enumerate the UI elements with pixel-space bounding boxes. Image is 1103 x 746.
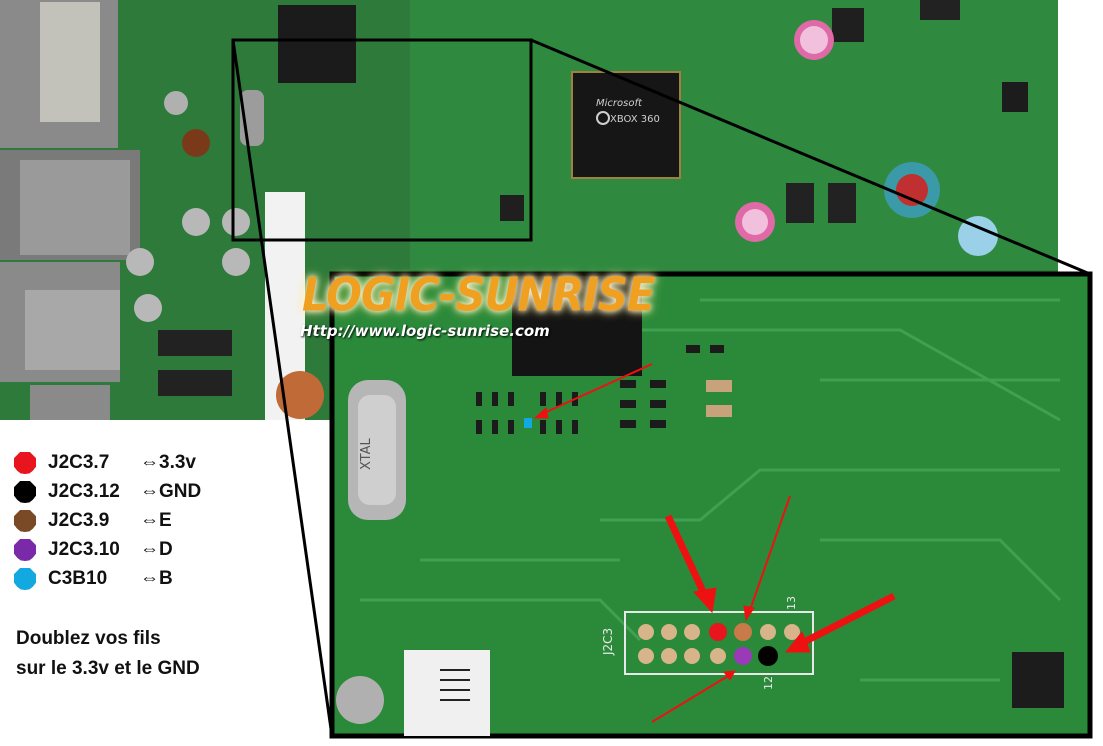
note-line-1: Doublez vos fils <box>16 628 161 649</box>
legend-signal: 3.3v <box>159 451 196 473</box>
wiring-note: Doublez vos fils sur le 3.3v et le GND <box>16 624 200 684</box>
bidirectional-arrow-icon: ⇔ <box>140 509 159 531</box>
chip-logo: Microsoft <box>596 98 643 109</box>
legend-item-gnd: J2C3.12 ⇔ GND <box>14 477 324 506</box>
legend-signal: B <box>159 567 173 589</box>
legend-code: J2C3.10 <box>48 538 120 560</box>
bidirectional-arrow-icon: ⇔ <box>140 480 159 502</box>
black-dot-icon <box>14 480 36 503</box>
purple-dot-icon <box>14 538 36 561</box>
legend-code: J2C3.7 <box>48 451 110 473</box>
brand-url: Http://www.logic-sunrise.com <box>300 322 550 340</box>
legend-code: J2C3.12 <box>48 480 120 502</box>
pin-legend: J2C3.7 ⇔ 3.3v J2C3.12 ⇔ GND J2C3.9 ⇔ E J… <box>14 448 324 593</box>
blue-dot-icon <box>14 567 36 590</box>
legend-item-d: J2C3.10 ⇔ D <box>14 535 324 564</box>
header-label: J2C3 <box>601 628 615 656</box>
pin13-label: 13 <box>785 596 798 610</box>
bidirectional-arrow-icon: ⇔ <box>140 451 159 473</box>
legend-signal: GND <box>159 480 202 502</box>
legend-signal: D <box>159 538 173 560</box>
legend-item-b: C3B10 ⇔ B <box>14 564 324 593</box>
legend-item-e: J2C3.9 ⇔ E <box>14 506 324 535</box>
bidirectional-arrow-icon: ⇔ <box>140 538 159 560</box>
legend-code: J2C3.9 <box>48 509 110 531</box>
legend-code: C3B10 <box>48 567 108 589</box>
red-dot-icon <box>14 451 36 474</box>
note-line-2: sur le 3.3v et le GND <box>16 658 200 679</box>
legend-signal: E <box>159 509 172 531</box>
legend-item-3v3: J2C3.7 ⇔ 3.3v <box>14 448 324 477</box>
pin12-label: 12 <box>762 676 775 690</box>
brand-logo: LOGIC-SUNRISE <box>302 267 656 322</box>
crystal-label: XTAL <box>359 437 374 470</box>
brown-dot-icon <box>14 509 36 532</box>
chip-model: XBOX 360 <box>610 114 660 125</box>
bidirectional-arrow-icon: ⇔ <box>140 567 159 589</box>
